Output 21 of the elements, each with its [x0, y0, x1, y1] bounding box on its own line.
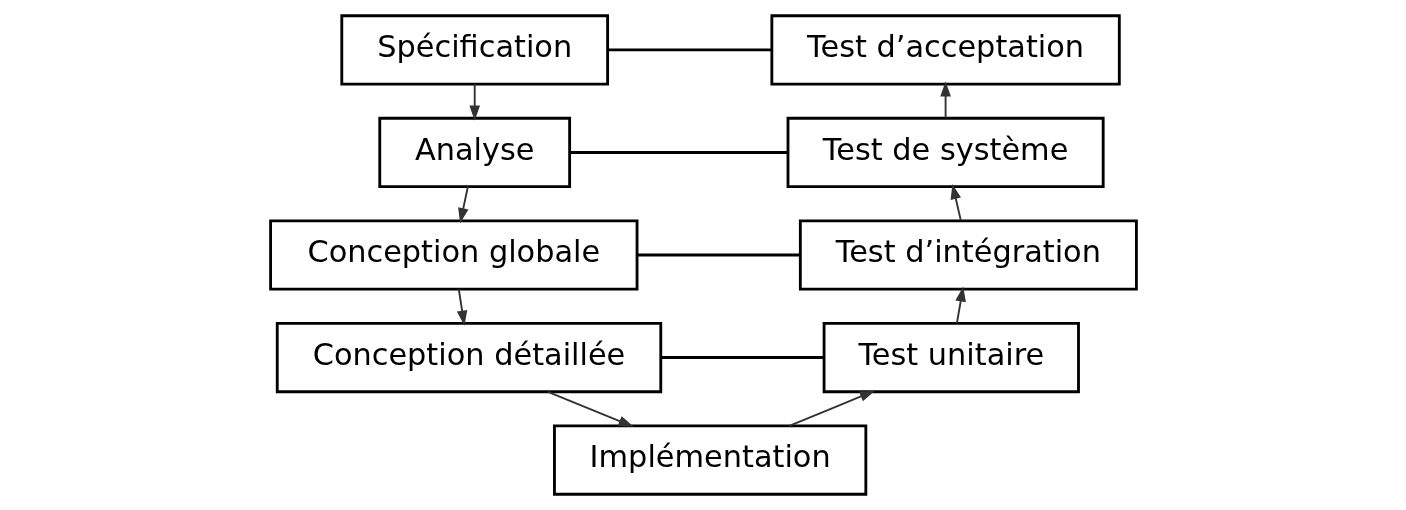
arrow	[468, 83, 480, 121]
connector	[636, 253, 800, 257]
arrow	[546, 390, 634, 427]
node-box: Analyse	[377, 116, 571, 189]
arrow	[787, 390, 875, 427]
arrow	[457, 185, 469, 224]
arrow	[954, 286, 966, 324]
node-box: Test de système	[786, 116, 1105, 189]
arrow	[950, 183, 962, 222]
node-box: Test d’acceptation	[769, 14, 1121, 86]
connector	[569, 151, 787, 154]
connector	[660, 356, 824, 359]
arrow	[939, 81, 951, 119]
node-box: Test d’intégration	[798, 219, 1138, 291]
node-box: Conception globale	[268, 219, 638, 291]
node-box: Implémentation	[552, 424, 867, 496]
arrow	[456, 288, 467, 326]
node-box: Conception détaillée	[275, 321, 662, 394]
connector	[607, 48, 772, 52]
node-box: Test unitaire	[822, 321, 1080, 394]
node-box: Spécification	[339, 14, 609, 86]
